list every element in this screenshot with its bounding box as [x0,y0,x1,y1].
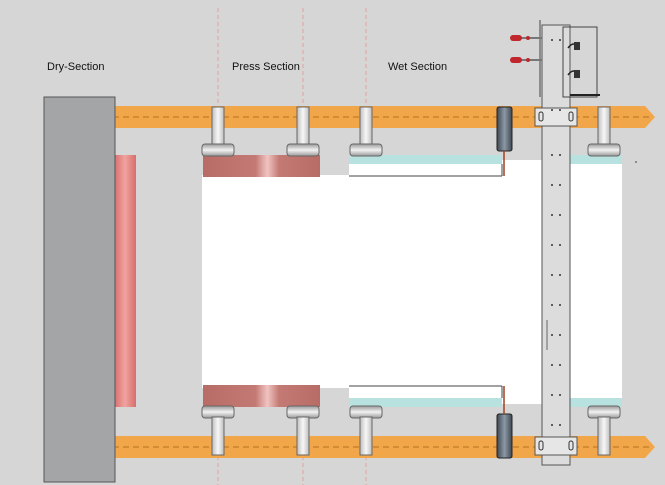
dryer-felt [114,155,136,407]
small-marker-dot [635,161,637,163]
scanner-head-assembly [539,20,600,98]
sensor-gauge-bottom [496,386,513,459]
sensor-gauge-top [496,106,513,176]
dryer-body [43,96,116,483]
red-marker-arms [510,35,542,63]
press-section-label: Press Section [232,61,300,73]
wet-roll-top [349,155,622,177]
paper-sheet [202,160,622,404]
press-roll-top [203,155,320,177]
top-rail [113,106,655,128]
scanner-frame [534,24,578,466]
bottom-rail [113,436,655,458]
wet-roll-bottom [349,385,622,407]
press-roll-bottom [203,385,320,407]
support-posts-top [201,106,621,157]
wet-section-label: Wet Section [388,61,448,73]
support-posts-bottom [201,405,621,456]
dry-section-label: Dry-Section [47,61,105,73]
